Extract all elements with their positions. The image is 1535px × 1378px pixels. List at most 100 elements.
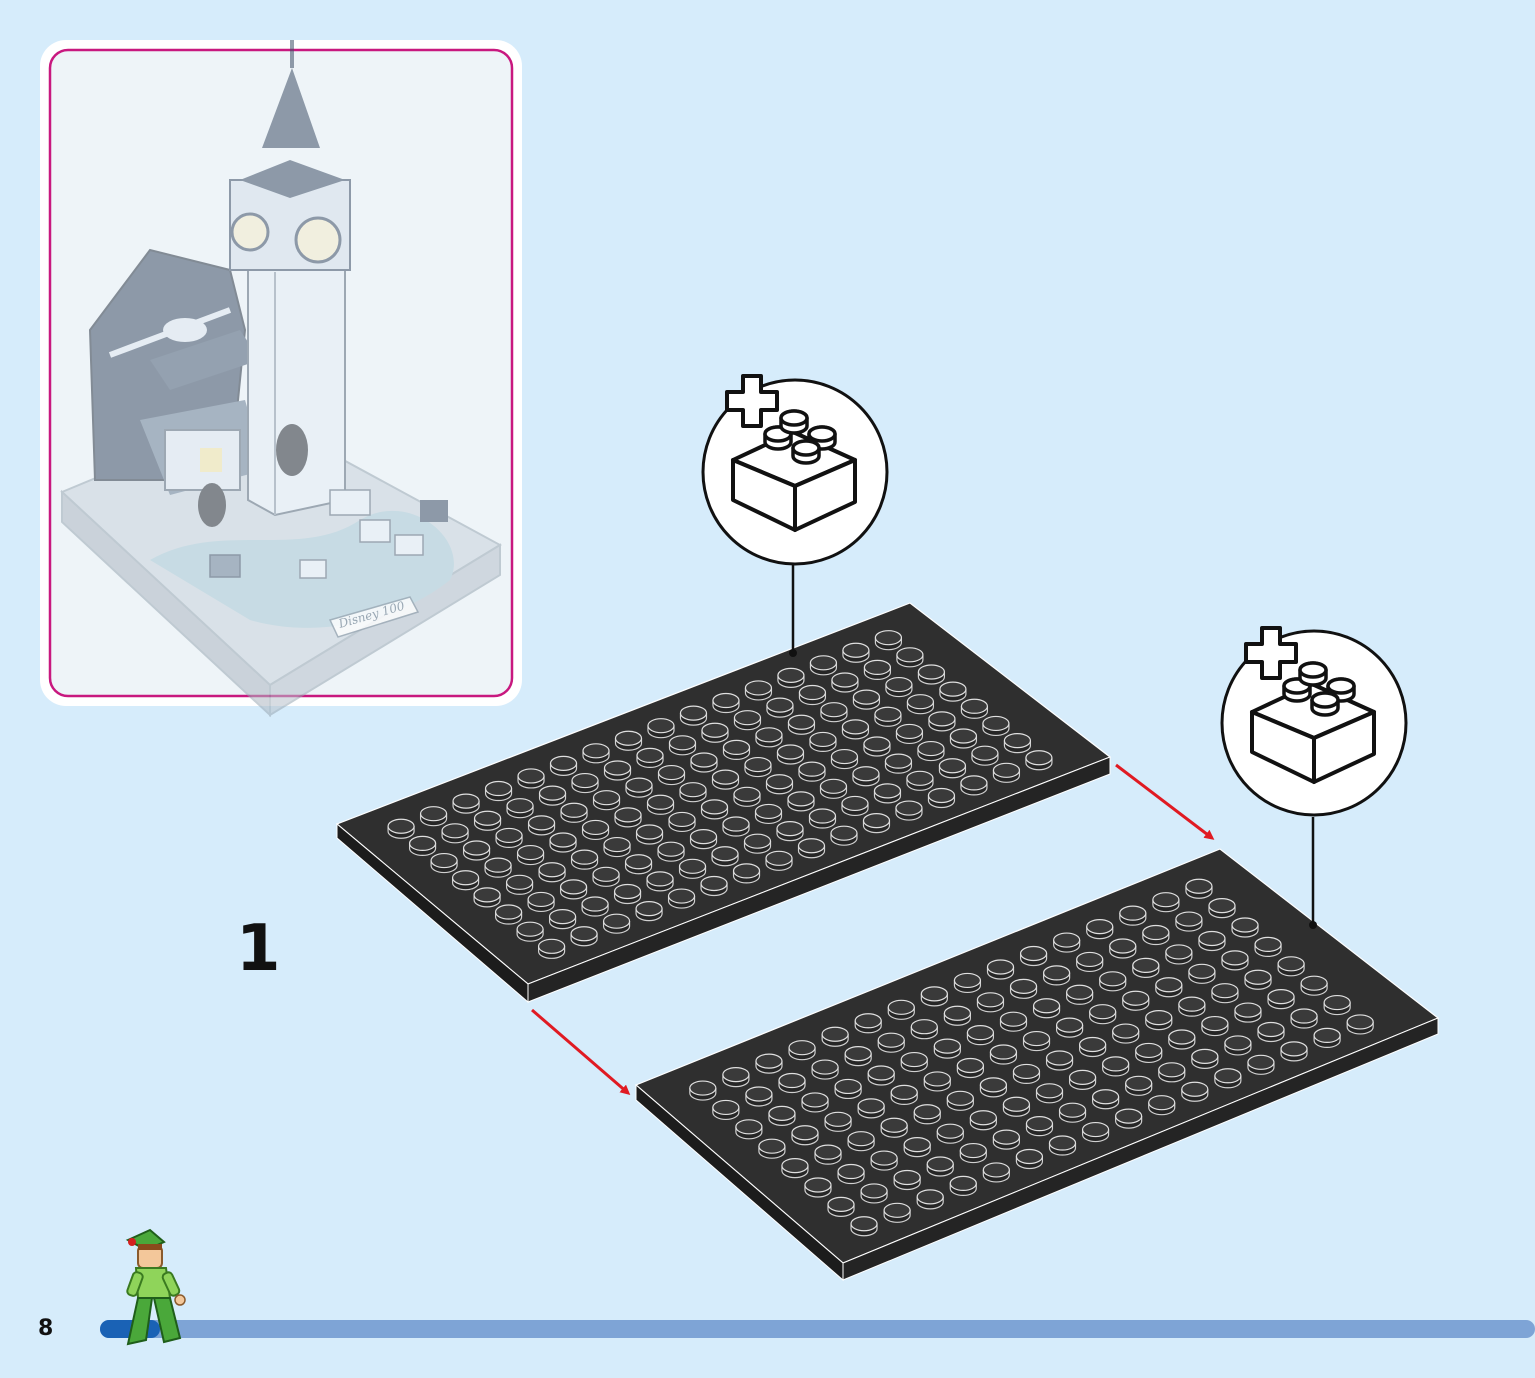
stud (712, 1099, 740, 1116)
stud (549, 755, 578, 771)
stud (387, 818, 415, 834)
stud (570, 849, 599, 865)
stud (870, 1150, 898, 1166)
stud (1158, 1062, 1186, 1078)
stud (1048, 1135, 1077, 1151)
stud (657, 764, 686, 781)
stud (603, 760, 632, 776)
stud (700, 875, 728, 892)
stud (1109, 938, 1137, 954)
stud (712, 692, 740, 709)
stud (679, 782, 707, 798)
stud (657, 841, 685, 857)
stud (473, 887, 501, 903)
stud (647, 718, 675, 734)
stud (852, 766, 880, 782)
stud (956, 1057, 984, 1074)
stud (1201, 1015, 1229, 1032)
stud (743, 833, 772, 849)
stud (581, 896, 609, 912)
stud (819, 778, 848, 794)
stud (797, 838, 826, 854)
stud (811, 1059, 839, 1075)
stud (874, 706, 902, 722)
stud (959, 1142, 987, 1159)
stud (1165, 944, 1193, 960)
stud (809, 655, 838, 671)
stud (820, 702, 848, 718)
stud (788, 1040, 816, 1056)
stud (1115, 1108, 1143, 1124)
stud (1191, 1048, 1219, 1064)
stud (880, 1117, 908, 1133)
stud (903, 1137, 931, 1153)
completed-model-preview: Disney 100 (40, 40, 522, 718)
stud (755, 1053, 783, 1069)
stud (1142, 924, 1170, 941)
stud (896, 647, 924, 663)
stud (1280, 1041, 1308, 1057)
stud (1019, 945, 1048, 962)
stud (768, 1105, 796, 1121)
stud (960, 775, 988, 791)
stud (678, 858, 707, 874)
stud (758, 1138, 786, 1154)
stud (679, 705, 708, 721)
stud (1211, 983, 1239, 999)
stud (537, 938, 566, 954)
stud (506, 798, 534, 814)
stud (636, 747, 664, 763)
stud (1125, 1075, 1153, 1091)
stud (602, 913, 631, 929)
stud (809, 731, 837, 748)
stud (484, 780, 513, 797)
stud (646, 871, 674, 887)
stud (852, 689, 881, 705)
stud (1102, 1056, 1130, 1072)
stud (1198, 930, 1226, 947)
stud (933, 1038, 961, 1054)
stud (1066, 984, 1094, 1000)
stud (430, 852, 458, 869)
stud (949, 728, 978, 744)
stud (890, 1084, 918, 1100)
stud (1002, 1096, 1031, 1112)
stud (462, 840, 491, 856)
stud (1168, 1029, 1196, 1045)
stud (441, 823, 469, 839)
stud (473, 810, 502, 826)
stud (824, 1111, 852, 1127)
stud (1277, 956, 1305, 972)
stud (1032, 998, 1061, 1014)
stud (1290, 1008, 1318, 1024)
stud (847, 1131, 875, 1147)
stud (701, 722, 729, 738)
stud (711, 846, 739, 862)
stud (814, 1144, 842, 1160)
stud (614, 807, 642, 823)
stud (765, 774, 794, 790)
stud (1076, 951, 1104, 968)
stud (646, 794, 675, 810)
stud (548, 909, 577, 925)
stud (494, 904, 523, 920)
stud (549, 832, 577, 848)
stud (910, 1019, 938, 1035)
stud (798, 684, 827, 701)
stud (917, 740, 945, 757)
stud (938, 758, 967, 774)
stud (1119, 905, 1147, 921)
stud (624, 854, 653, 870)
stud (538, 862, 566, 878)
stud (1257, 1021, 1285, 1038)
stud (787, 714, 816, 730)
stud (982, 1162, 1010, 1178)
stud (791, 1125, 819, 1141)
stud (570, 926, 598, 942)
stud (982, 715, 1010, 732)
stud (1208, 898, 1236, 914)
callout-add-part-2 (1220, 626, 1408, 929)
stud (821, 1026, 849, 1042)
stud (1178, 996, 1206, 1012)
stud (1224, 1035, 1252, 1051)
